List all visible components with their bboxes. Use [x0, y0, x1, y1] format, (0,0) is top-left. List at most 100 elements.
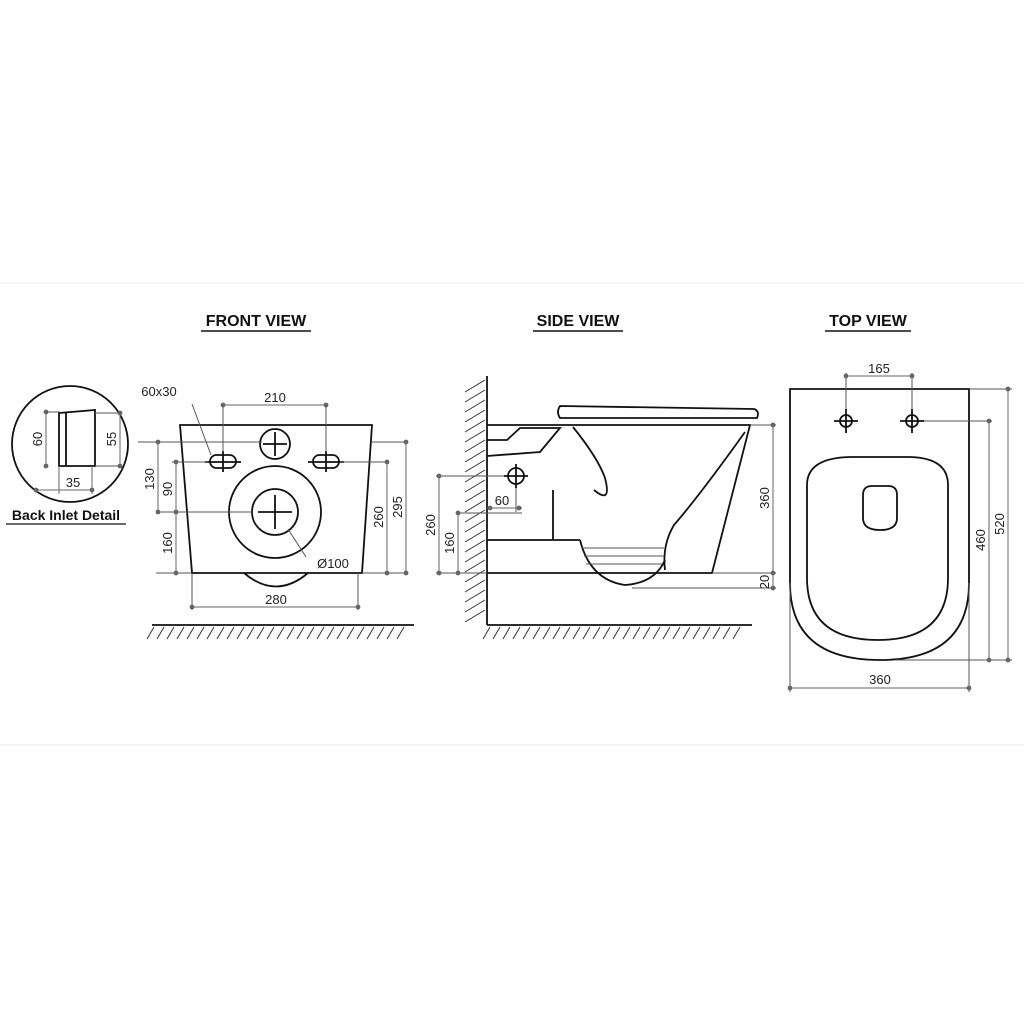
front-dim-130: 130 — [142, 468, 157, 490]
hatch-line — [712, 626, 721, 640]
hatch-line — [276, 626, 285, 640]
detail-dim-60: 60 — [30, 432, 45, 446]
hatch-line — [464, 609, 486, 623]
hatch-line — [464, 419, 486, 433]
side-floor-hatch — [482, 624, 752, 640]
hatch-line — [196, 626, 205, 640]
front-dim-210: 210 — [264, 390, 286, 405]
hatch-line — [246, 626, 255, 640]
hatch-line — [464, 529, 486, 543]
hatch-line — [562, 626, 571, 640]
hatch-line — [582, 626, 591, 640]
hatch-line — [602, 626, 611, 640]
hatch-line — [306, 626, 315, 640]
hatch-line — [376, 626, 385, 640]
side-view-title: SIDE VIEW — [537, 313, 621, 330]
side-dim-160: 160 — [442, 532, 457, 554]
hatch-line — [226, 626, 235, 640]
hatch-line — [464, 589, 486, 603]
top-view-title: TOP VIEW — [829, 313, 908, 330]
top-view: 165 460 520 360 — [787, 361, 1012, 692]
hatch-line — [286, 626, 295, 640]
front-dim-295: 295 — [390, 496, 405, 518]
front-dim-inlet-size: 60x30 — [141, 384, 176, 399]
hatch-line — [166, 626, 175, 640]
hatch-line — [464, 509, 486, 523]
hatch-line — [502, 626, 511, 640]
hatch-line — [464, 569, 486, 583]
front-dim-280: 280 — [265, 592, 287, 607]
hatch-line — [464, 539, 486, 553]
front-view-title: FRONT VIEW — [206, 313, 307, 330]
side-view: 260 160 60 360 20 — [423, 376, 776, 625]
front-dim-outlet-diameter: Ø100 — [317, 556, 349, 571]
hatch-line — [336, 626, 345, 640]
hatch-line — [326, 626, 335, 640]
hatch-line — [386, 626, 395, 640]
hatch-line — [482, 626, 491, 640]
back-inlet-detail: 60 55 35 Back Inlet Detail — [6, 385, 129, 525]
detail-dim-35: 35 — [66, 475, 80, 490]
hatch-line — [702, 626, 711, 640]
hatch-line — [464, 489, 486, 503]
hatch-line — [464, 409, 486, 423]
detail-dim-55: 55 — [104, 432, 119, 446]
top-dim-460: 460 — [973, 529, 988, 551]
side-dim-360: 360 — [757, 487, 772, 509]
hatch-line — [316, 626, 325, 640]
hatch-line — [662, 626, 671, 640]
hatch-line — [492, 626, 501, 640]
hatch-line — [632, 626, 641, 640]
hatch-line — [692, 626, 701, 640]
hatch-line — [464, 579, 486, 593]
hatch-line — [542, 626, 551, 640]
hatch-line — [464, 519, 486, 533]
hatch-line — [464, 449, 486, 463]
hatch-line — [522, 626, 531, 640]
hatch-line — [464, 399, 486, 413]
side-dim-260: 260 — [423, 514, 438, 536]
hatch-line — [612, 626, 621, 640]
top-dim-520: 520 — [992, 513, 1007, 535]
hatch-line — [732, 626, 741, 640]
hatch-line — [592, 626, 601, 640]
hatch-line — [532, 626, 541, 640]
top-dim-360: 360 — [869, 672, 891, 687]
hatch-line — [722, 626, 731, 640]
back-inlet-detail-label: Back Inlet Detail — [12, 507, 120, 523]
side-dim-20: 20 — [757, 575, 772, 589]
hatch-line — [146, 626, 155, 640]
hatch-line — [356, 626, 365, 640]
hatch-line — [464, 389, 486, 403]
hatch-line — [464, 549, 486, 563]
front-dim-160: 160 — [160, 532, 175, 554]
hatch-line — [464, 499, 486, 513]
hatch-line — [464, 559, 486, 573]
hatch-line — [552, 626, 561, 640]
hatch-line — [156, 626, 165, 640]
hatch-line — [622, 626, 631, 640]
hatch-line — [672, 626, 681, 640]
hatch-line — [642, 626, 651, 640]
hatch-line — [464, 439, 486, 453]
hatch-line — [296, 626, 305, 640]
hatch-line — [346, 626, 355, 640]
hatch-line — [652, 626, 661, 640]
hatch-line — [464, 379, 486, 393]
hatch-line — [176, 626, 185, 640]
hatch-line — [396, 626, 405, 640]
hatch-line — [464, 459, 486, 473]
hatch-line — [682, 626, 691, 640]
hatch-line — [572, 626, 581, 640]
front-view: 60x30 Ø100 210 130 90 160 260 295 — [138, 384, 409, 610]
hatch-line — [216, 626, 225, 640]
hatch-line — [256, 626, 265, 640]
hatch-line — [464, 479, 486, 493]
hatch-line — [512, 626, 521, 640]
hatch-line — [464, 599, 486, 613]
hatch-line — [464, 429, 486, 443]
hatch-line — [206, 626, 215, 640]
hatch-line — [236, 626, 245, 640]
hatch-line — [186, 626, 195, 640]
